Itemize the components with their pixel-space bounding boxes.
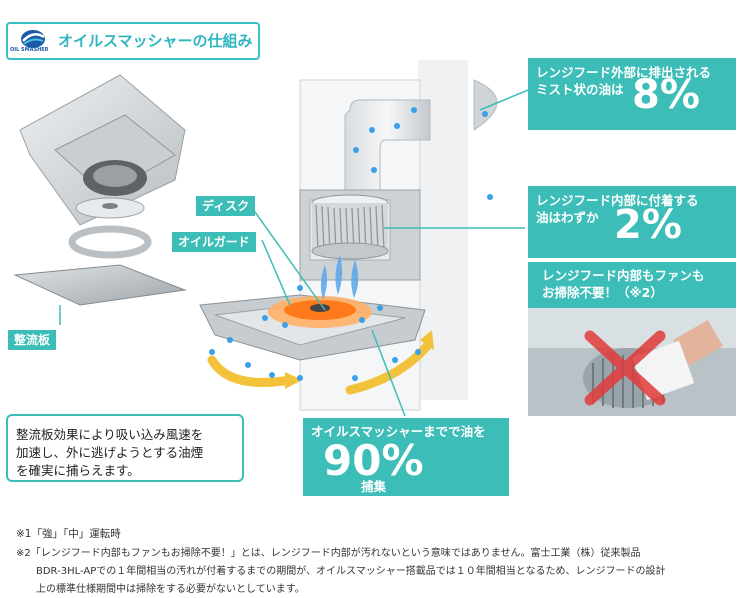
oil-smasher-logo-icon bbox=[21, 30, 45, 48]
label-oil-guard: オイルガード bbox=[172, 232, 256, 252]
callout-no-clean: レンジフード内部もファンも お掃除不要！（※2） bbox=[528, 262, 736, 308]
callout-capture-line1: オイルスマッシャーまでで油を bbox=[311, 424, 486, 439]
callout-no-clean-line1: レンジフード内部もファンも bbox=[542, 268, 705, 283]
note-line3: を確実に捕らえます。 bbox=[16, 463, 140, 478]
footnote-2-line2: BDR-3HL-APでの１年間相当の汚れが付着するまでの期間が、オイルスマッシャ… bbox=[36, 566, 666, 577]
callout-inside-line2: 油はわずか bbox=[536, 210, 599, 225]
label-rectifier: 整流板 bbox=[8, 330, 57, 350]
cross-mark-icon bbox=[584, 330, 666, 406]
range-hood-illustration bbox=[13, 60, 530, 417]
footnote-1: ※1「強」「中」運転時 bbox=[16, 528, 121, 540]
cleaning-photo bbox=[528, 308, 736, 416]
callout-inside-value: 2% bbox=[614, 202, 682, 248]
callout-capture-value: 90% bbox=[323, 436, 424, 485]
note-line2: 加速し、外に逃げようとする油煙 bbox=[16, 445, 204, 460]
logo-text: OIL SMASHER bbox=[10, 47, 49, 53]
fan-icon bbox=[311, 194, 389, 260]
callout-capture-line2: 捕集 bbox=[361, 479, 387, 494]
footnote-2-line3: 上の標準仕様期間中は掃除をする必要がないとしています。 bbox=[36, 584, 305, 595]
exploded-hood bbox=[13, 74, 187, 306]
callout-outside-value: 8% bbox=[632, 72, 700, 118]
note-line1: 整流板効果により吸い込み風速を bbox=[16, 427, 204, 442]
callout-no-clean-line2: お掃除不要！（※2） bbox=[542, 285, 663, 300]
callout-outside-line1: レンジフード外部に排出される bbox=[536, 65, 712, 80]
callout-capture: オイルスマッシャーまでで油を 90% 捕集 bbox=[303, 418, 509, 496]
label-disk: ディスク bbox=[196, 196, 256, 216]
rectifier-note: 整流板効果により吸い込み風速を 加速し、外に逃げようとする油煙 を確実に捕らえま… bbox=[6, 414, 244, 482]
page-title: オイルスマッシャーの仕組み bbox=[58, 32, 253, 50]
callout-inside: レンジフード内部に付着する 油はわずか 2% bbox=[528, 186, 736, 258]
callout-outside-line2: ミスト状の油は bbox=[536, 82, 624, 97]
header-box: OIL SMASHER オイルスマッシャーの仕組み bbox=[6, 22, 260, 60]
footnote-2-line1: ※2「レンジフード内部もファンもお掃除不要！」とは、レンジフード内部が汚れないと… bbox=[16, 548, 641, 559]
callout-outside: レンジフード外部に排出される ミスト状の油は 8% bbox=[528, 58, 736, 130]
callout-inside-line1: レンジフード内部に付着する bbox=[536, 193, 699, 208]
oil-smasher-disk bbox=[268, 296, 372, 328]
